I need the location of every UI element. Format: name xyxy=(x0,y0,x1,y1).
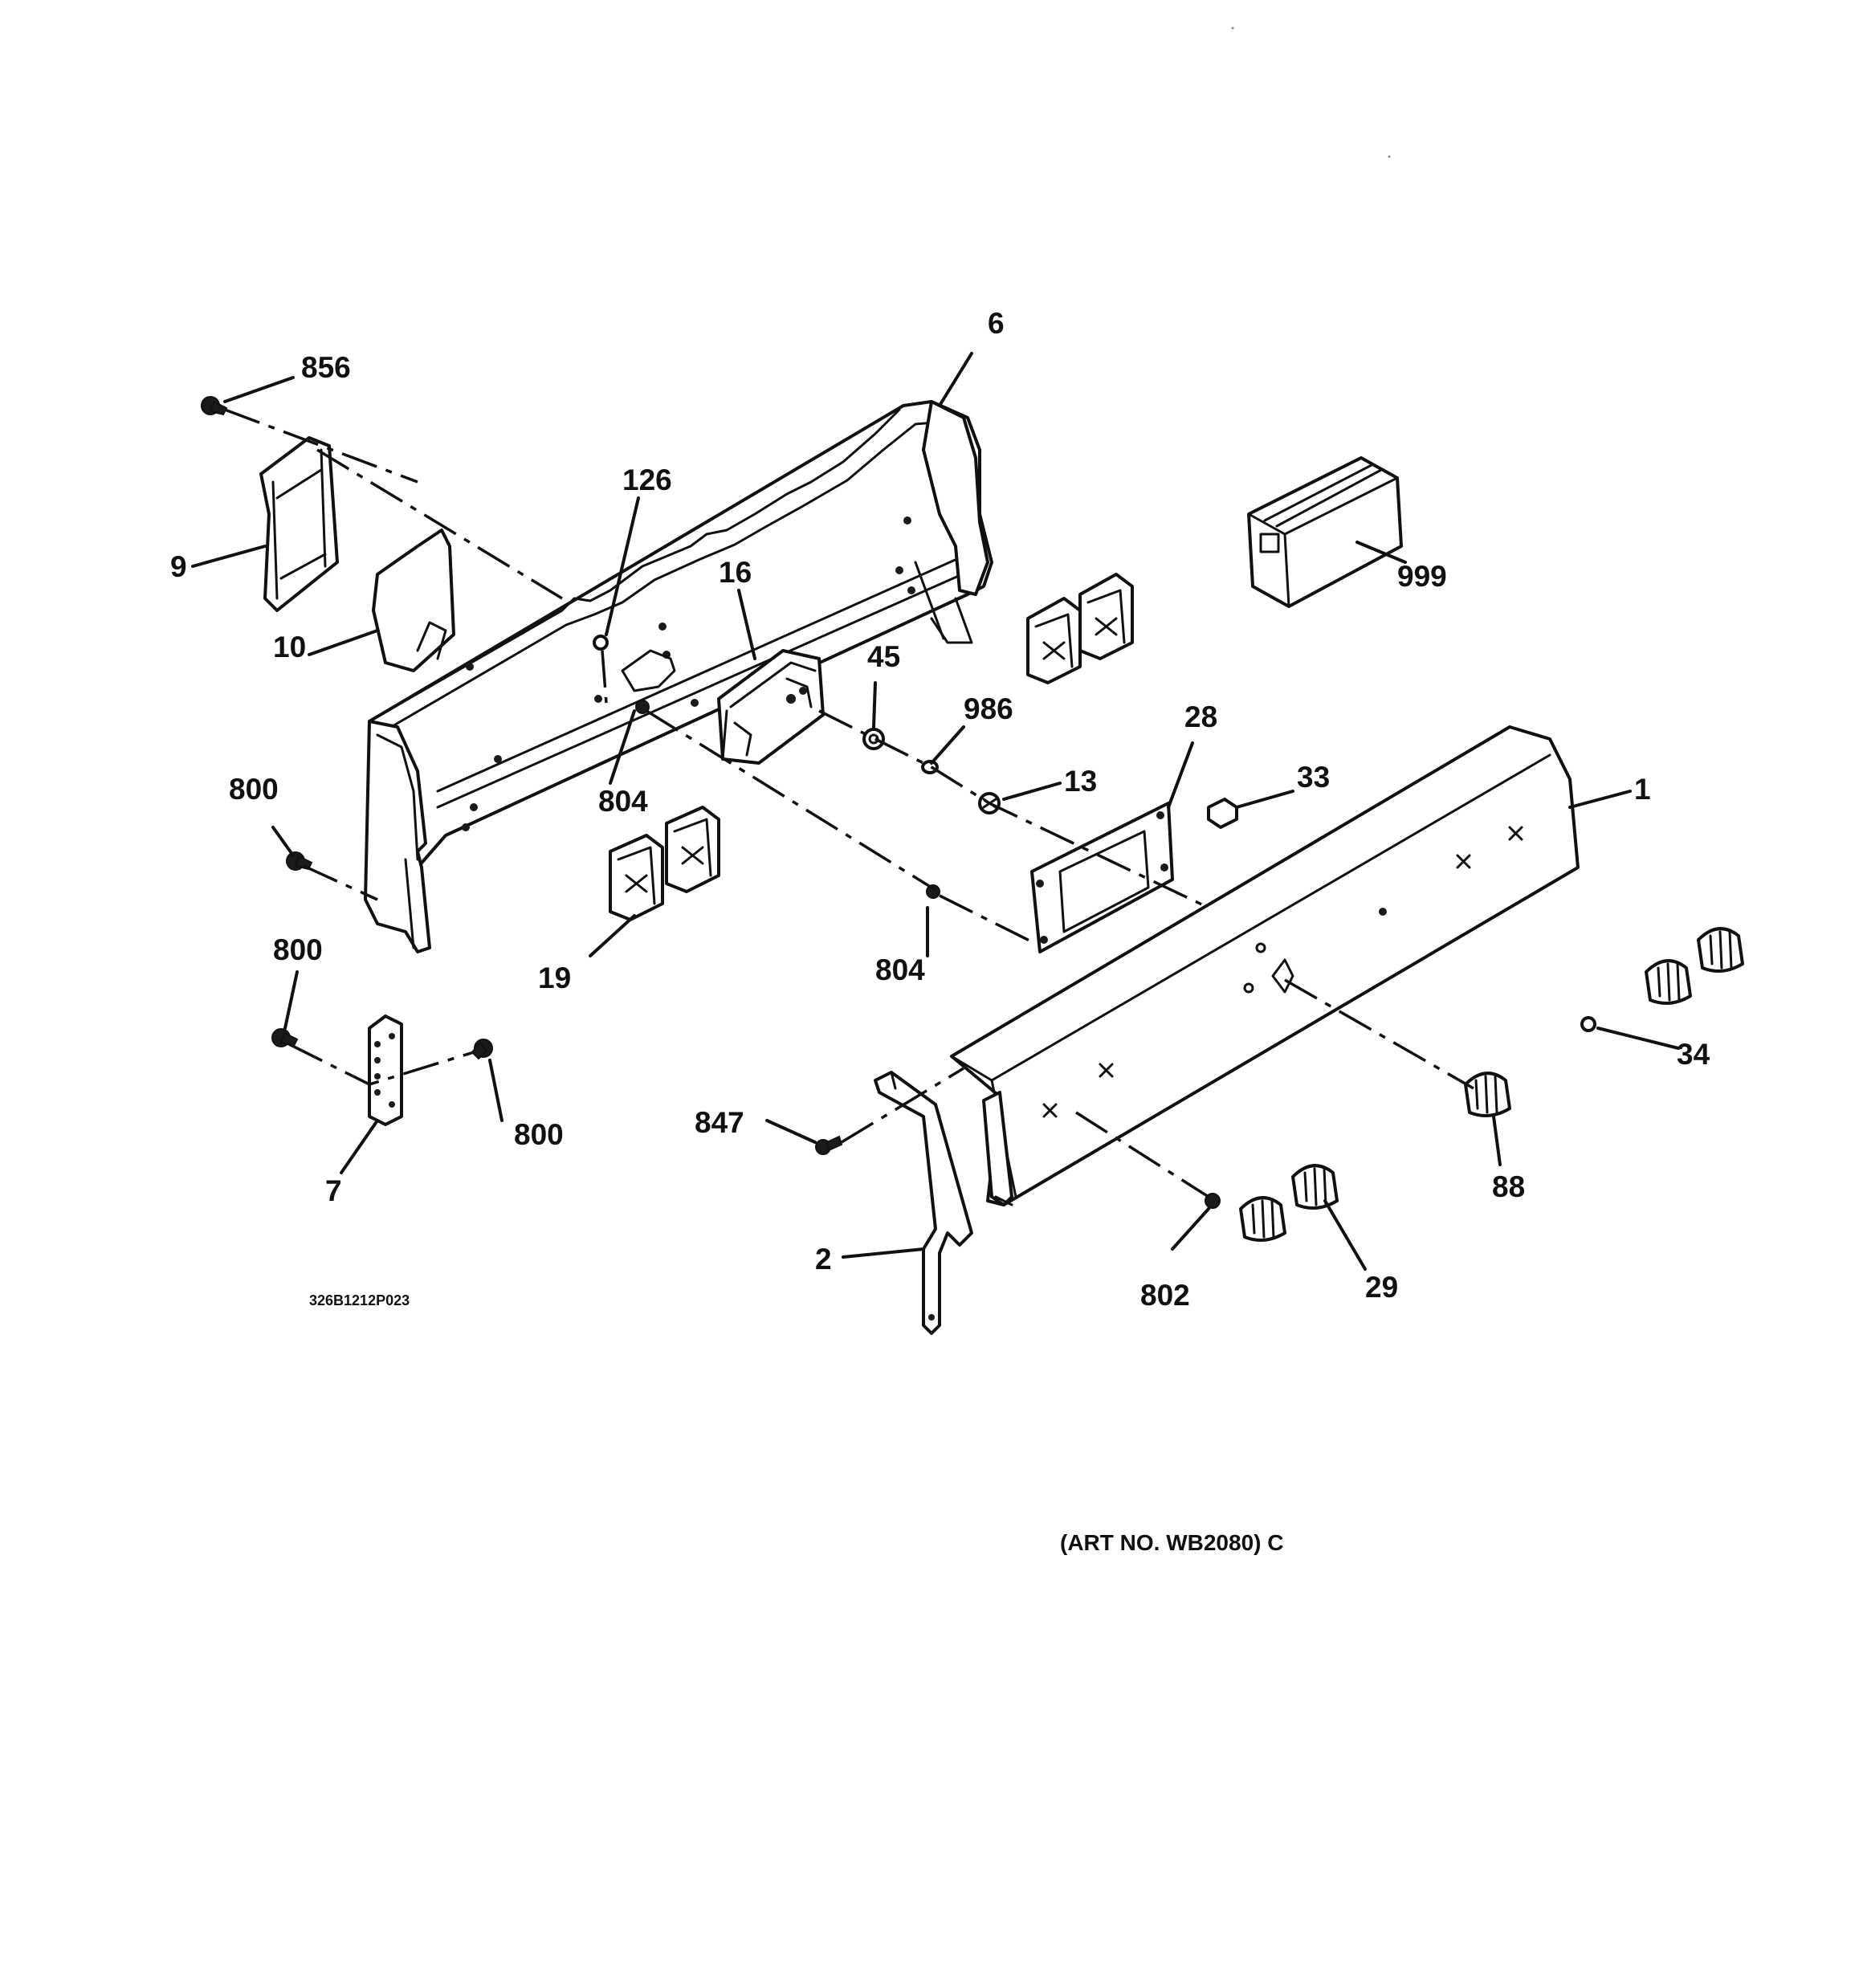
callout-34: 34 xyxy=(1677,1038,1710,1071)
callout-847: 847 xyxy=(695,1106,744,1139)
screw-part-804-upper xyxy=(635,700,650,714)
knob-upper-right-b xyxy=(1697,927,1744,973)
callout-16: 16 xyxy=(719,556,752,589)
spacer-part-986 xyxy=(921,760,939,774)
screw-part-802 xyxy=(1205,1193,1221,1209)
infinite-switch-pair-part-19 xyxy=(609,806,720,921)
callout-999: 999 xyxy=(1397,560,1447,593)
callout-2: 2 xyxy=(815,1243,832,1276)
callout-856: 856 xyxy=(301,351,351,384)
callout-labels: 856 9 10 126 16 6 45 986 13 28 33 1 999 … xyxy=(170,307,1710,1312)
knob-part-88 xyxy=(1464,1072,1511,1117)
side-trim-part-2 xyxy=(874,1071,973,1335)
screw-part-800-left xyxy=(271,1028,299,1047)
scan-speck xyxy=(1231,27,1234,30)
light-part-33 xyxy=(1207,798,1238,829)
callout-804-lower: 804 xyxy=(875,953,925,986)
callout-13: 13 xyxy=(1064,765,1097,798)
small-bracket-part-7 xyxy=(368,1014,403,1126)
assembly-lines xyxy=(224,408,1474,1198)
screw-part-800-upper xyxy=(286,851,313,871)
bracket-part-9 xyxy=(259,436,339,612)
switch-bracket-part-28 xyxy=(1030,802,1174,953)
knob-part-29-b xyxy=(1291,1164,1339,1210)
callout-33: 33 xyxy=(1297,761,1330,794)
bracket-part-10 xyxy=(372,529,455,672)
screw-part-847 xyxy=(815,1135,843,1155)
screw-part-34 xyxy=(1580,1016,1596,1032)
knob-upper-right-a xyxy=(1645,959,1692,1005)
callout-800-right: 800 xyxy=(514,1118,564,1151)
screw-part-800-right xyxy=(471,1039,493,1060)
callout-802: 802 xyxy=(1140,1279,1190,1312)
backsplash-frame-part-6 xyxy=(364,400,993,953)
callout-28: 28 xyxy=(1184,700,1217,733)
callout-10: 10 xyxy=(273,631,306,663)
callout-6: 6 xyxy=(988,307,1005,340)
scan-speck xyxy=(1388,155,1391,158)
callout-7: 7 xyxy=(325,1174,342,1207)
callout-800-left: 800 xyxy=(273,933,323,966)
callout-9: 9 xyxy=(170,550,187,583)
callout-45: 45 xyxy=(867,640,900,673)
leader-lines xyxy=(191,352,1680,1271)
callout-29: 29 xyxy=(1365,1271,1398,1304)
screw-part-856 xyxy=(201,396,228,416)
callout-1: 1 xyxy=(1634,773,1651,806)
callout-800-upper: 800 xyxy=(229,773,279,806)
timer-part-16 xyxy=(717,649,825,765)
drawing-code: 326B1212P023 xyxy=(309,1292,410,1308)
callout-986: 986 xyxy=(964,692,1013,725)
callout-126: 126 xyxy=(622,463,672,496)
art-number: (ART NO. WB2080) C xyxy=(1060,1530,1283,1555)
box-part-999 xyxy=(1247,456,1403,608)
grommet-part-45 xyxy=(862,728,885,750)
callout-88: 88 xyxy=(1492,1170,1525,1203)
plug-part-126 xyxy=(593,635,609,651)
control-panel-part-1 xyxy=(950,725,1580,1206)
infinite-switch-pair-upper xyxy=(1026,573,1134,684)
callout-804-upper: 804 xyxy=(598,785,648,818)
screw-part-804-lower xyxy=(926,884,940,899)
callout-19: 19 xyxy=(538,961,571,994)
knob-part-29-a xyxy=(1239,1196,1286,1242)
